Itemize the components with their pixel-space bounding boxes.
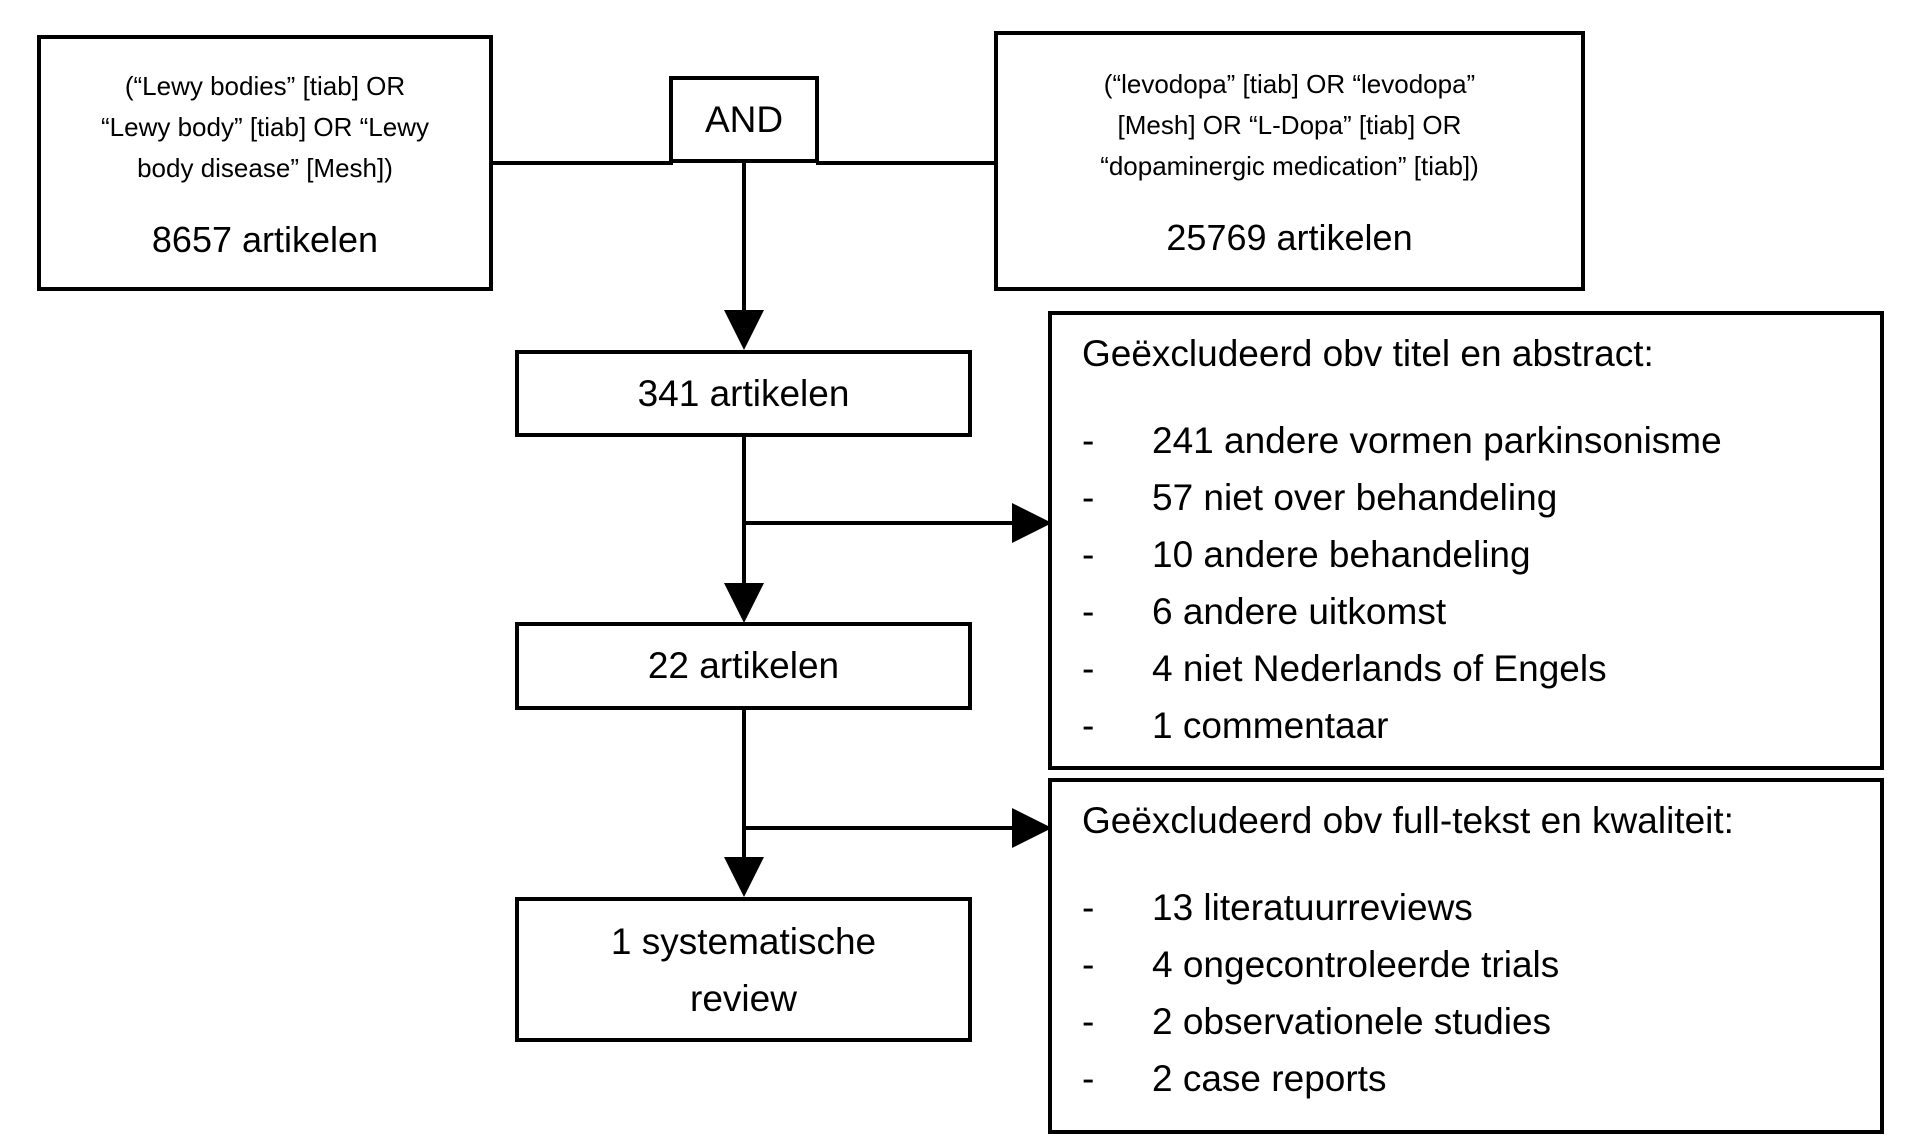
list-item: -13 literatuurreviews: [1082, 887, 1473, 928]
search-count-lewy: 8657 artikelen: [151, 218, 379, 260]
and-operator-box: AND: [669, 76, 819, 163]
search-box-lewy: (“Lewy bodies” [tiab] OR “Lewy body” [ti…: [37, 35, 493, 291]
step-label-341: 341 artikelen: [637, 372, 850, 414]
step-label-22: 22 artikelen: [647, 645, 840, 686]
list-item: -2 case reports: [1082, 1058, 1387, 1099]
list-item: -6 andere uitkomst: [1082, 591, 1447, 632]
step-box-22: 22 artikelen: [515, 622, 972, 710]
search-query-lewy: (“Lewy bodies” [tiab] OR “Lewy body” [ti…: [100, 70, 429, 183]
exclusion-list-fulltext-quality: -13 literatuurreviews -4 ongecontroleerd…: [1082, 879, 1559, 1107]
step-label-final: 1 systematische review: [610, 920, 877, 1019]
list-item: -241 andere vormen parkinsonisme: [1082, 420, 1722, 461]
list-item: -4 niet Nederlands of Engels: [1082, 648, 1607, 689]
list-item: -1 commentaar: [1082, 705, 1389, 746]
and-label: AND: [704, 98, 784, 140]
exclusion-list-title-abstract: -241 andere vormen parkinsonisme -57 nie…: [1082, 412, 1722, 754]
search-query-levodopa: (“levodopa” [tiab] OR “levodopa” [Mesh] …: [1100, 68, 1479, 181]
exclusion-box-title-abstract: Geëxcludeerd obv titel en abstract: -241…: [1048, 311, 1884, 770]
list-item: -2 observationele studies: [1082, 1001, 1552, 1042]
list-item: -57 niet over behandeling: [1082, 477, 1558, 518]
exclusion-heading-fulltext-quality: Geëxcludeerd obv full-tekst en kwaliteit…: [1082, 800, 1734, 841]
list-item: -10 andere behandeling: [1082, 534, 1531, 575]
exclusion-box-fulltext-quality: Geëxcludeerd obv full-tekst en kwaliteit…: [1048, 778, 1884, 1134]
list-item: -4 ongecontroleerde trials: [1082, 944, 1560, 985]
exclusion-heading-title-abstract: Geëxcludeerd obv titel en abstract:: [1082, 333, 1654, 374]
search-box-levodopa: (“levodopa” [tiab] OR “levodopa” [Mesh] …: [994, 31, 1585, 291]
step-box-341: 341 artikelen: [515, 350, 972, 437]
step-box-final: 1 systematische review: [515, 897, 972, 1042]
search-count-levodopa: 25769 artikelen: [1166, 216, 1413, 258]
